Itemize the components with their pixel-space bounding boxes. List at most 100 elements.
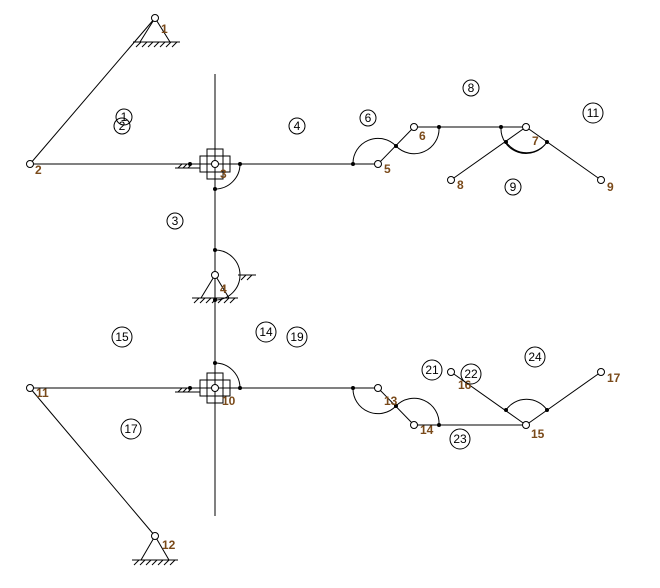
node-10 <box>211 384 219 392</box>
members <box>29 17 602 537</box>
node-label-16: 16 <box>458 378 472 392</box>
element-label-2: 2 <box>119 119 126 133</box>
joint-dots <box>188 125 549 427</box>
dot <box>504 408 508 412</box>
node-label-3: 3 <box>220 167 227 181</box>
dot <box>238 162 242 166</box>
dot <box>394 404 398 408</box>
dot <box>437 423 441 427</box>
member-1-2 <box>29 17 156 165</box>
hinge-arc-7 <box>500 126 548 155</box>
hinge-arc-15 <box>505 398 548 411</box>
node-15 <box>522 421 530 429</box>
fixed-joint-3 <box>175 148 231 180</box>
dot <box>351 162 355 166</box>
element-label-4: 4 <box>294 119 301 133</box>
pin-support-1 <box>133 17 180 48</box>
element-circle <box>421 359 443 381</box>
dot <box>545 140 549 144</box>
member-15-17 <box>525 371 602 426</box>
element-label-15: 15 <box>115 330 129 344</box>
element-label-23: 23 <box>453 432 467 446</box>
node-4 <box>211 271 219 279</box>
element-label-14: 14 <box>259 325 273 339</box>
element-label-6: 6 <box>365 111 372 125</box>
element-circle <box>115 108 133 126</box>
node-label-14: 14 <box>420 423 434 437</box>
node-label-4: 4 <box>220 282 227 296</box>
member-8-7 <box>450 126 527 181</box>
element-circle <box>120 418 142 440</box>
element-circle <box>524 346 546 368</box>
node-label-8: 8 <box>457 178 464 192</box>
element-labels: 1 2 3 4 6 8 9 11 14 19 15 17 21 22 23 24 <box>111 79 604 450</box>
element-label-17: 17 <box>124 422 138 436</box>
node-labels: 1 2 3 4 5 6 7 8 9 10 11 12 13 14 15 16 1… <box>35 22 621 552</box>
node-7 <box>522 123 530 131</box>
dot <box>504 140 508 144</box>
element-label-3: 3 <box>172 214 179 228</box>
pin-support-4 <box>192 274 256 304</box>
element-circle <box>462 79 480 97</box>
dot <box>238 386 242 390</box>
node-label-13: 13 <box>384 394 398 408</box>
dot <box>394 144 398 148</box>
node-12 <box>151 532 159 540</box>
dot <box>437 125 441 129</box>
hinge-arc-14 <box>395 397 440 426</box>
dot <box>213 187 217 191</box>
member-7-9 <box>525 126 602 181</box>
element-circle <box>460 363 482 385</box>
hinge-arc-10 <box>214 362 241 389</box>
node-8 <box>447 176 455 184</box>
node-label-12: 12 <box>162 538 176 552</box>
element-circle <box>166 212 184 230</box>
node-11 <box>26 384 34 392</box>
dot <box>213 361 217 365</box>
node-14 <box>410 421 418 429</box>
node-label-9: 9 <box>607 180 614 194</box>
node-16 <box>447 368 455 376</box>
element-label-21: 21 <box>425 363 439 377</box>
node-label-10: 10 <box>222 394 236 408</box>
dot <box>213 248 217 252</box>
element-circle <box>359 109 377 127</box>
dot <box>545 408 549 412</box>
hinge-arc-5 <box>352 137 397 165</box>
node-label-5: 5 <box>384 162 391 176</box>
element-circle <box>449 428 471 450</box>
node-label-7: 7 <box>532 134 539 148</box>
node-9 <box>597 176 605 184</box>
node-2 <box>26 160 34 168</box>
hinge-arc-6 <box>395 126 440 155</box>
element-label-19: 19 <box>290 330 304 344</box>
node-3 <box>211 160 219 168</box>
member-11-12 <box>29 387 156 537</box>
node-5 <box>374 160 382 168</box>
pin-support-12 <box>132 535 178 566</box>
element-circle <box>288 117 306 135</box>
element-circle <box>255 321 277 343</box>
element-circle <box>504 178 522 196</box>
node-label-11: 11 <box>36 386 49 400</box>
node-1 <box>151 14 159 22</box>
nodes <box>26 14 605 540</box>
dot <box>351 386 355 390</box>
element-label-11: 11 <box>587 106 600 120</box>
element-label-1: 1 <box>121 110 128 124</box>
hinge-arc-3 <box>214 163 241 190</box>
element-circle <box>111 326 133 348</box>
element-label-8: 8 <box>468 81 475 95</box>
node-6 <box>410 123 418 131</box>
hinge-arcs <box>214 126 548 426</box>
element-circle <box>113 117 131 135</box>
element-label-22: 22 <box>464 367 478 381</box>
element-label-9: 9 <box>510 180 517 194</box>
node-13 <box>374 384 382 392</box>
node-label-6: 6 <box>419 129 426 143</box>
node-label-1: 1 <box>161 22 168 36</box>
element-circle <box>582 102 604 124</box>
hinge-arc-13 <box>352 387 397 415</box>
node-label-2: 2 <box>35 163 42 177</box>
